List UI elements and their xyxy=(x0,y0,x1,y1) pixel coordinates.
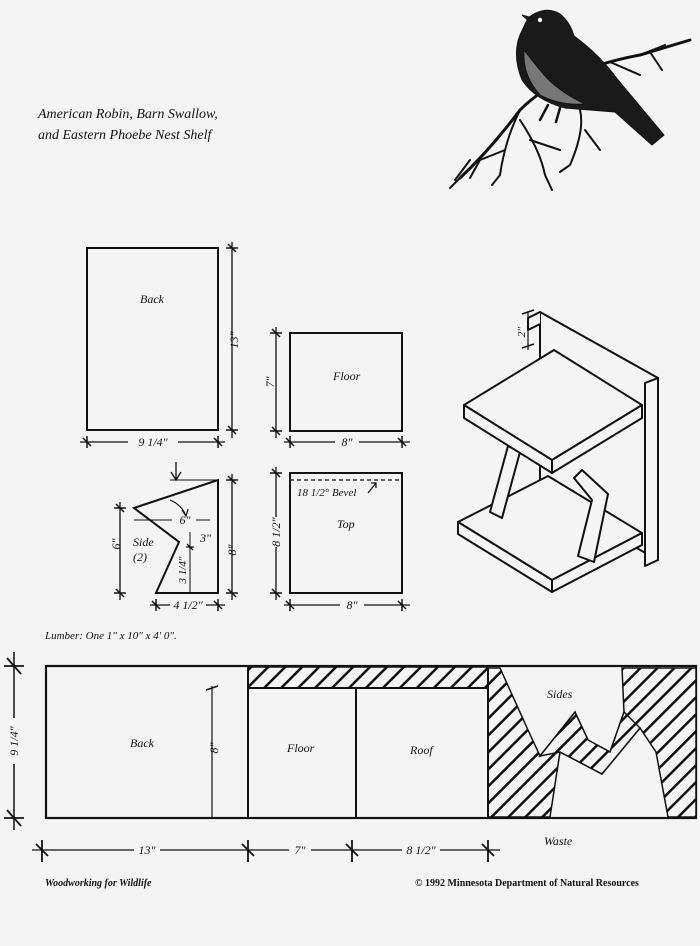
side-right-height-dim: 8" xyxy=(225,544,239,556)
side-count: (2) xyxy=(133,550,147,564)
lumber-note: Lumber: One 1" x 10" x 4' 0". xyxy=(44,630,177,642)
footer-left: Woodworking for Wildlife xyxy=(45,878,152,889)
assembly-view xyxy=(457,309,659,593)
floor-panel: Floor 7" 8" xyxy=(263,327,410,449)
cut-sides-label: Sides xyxy=(547,687,573,701)
side-notch-height-dim: 3 1/4" xyxy=(177,556,189,584)
floor-width-dim: 8" xyxy=(341,435,353,449)
floor-height-dim: 7" xyxy=(263,376,277,388)
cut-waste-label: Waste xyxy=(544,834,573,848)
side-top-width-dim: 6" xyxy=(179,513,191,527)
cut-layout: Back Floor Roof Sides Waste 8" 9 1/4" 13… xyxy=(4,652,698,862)
diagram-title: American Robin, Barn Swallow, and Easter… xyxy=(38,104,298,146)
side-bottom-width-dim: 4 1/2" xyxy=(173,598,203,612)
cut-roof-label: Roof xyxy=(409,743,434,757)
side-left-height-dim: 6" xyxy=(109,538,123,550)
robin-illustration xyxy=(449,9,692,191)
footer-right: © 1992 Minnesota Department of Natural R… xyxy=(415,878,639,889)
cut-len-back: 13" xyxy=(138,843,156,857)
top-panel: 18 1/2° Bevel Top 8 1/2" 8" xyxy=(268,467,410,612)
assembly-offset-dim: 2" xyxy=(516,327,528,338)
cut-len-floor: 7" xyxy=(294,843,306,857)
back-label: Back xyxy=(140,292,165,306)
back-height-dim: 13" xyxy=(227,331,241,349)
side-label: Side xyxy=(133,535,154,549)
board-width-dim: 9 1/4" xyxy=(7,725,21,755)
cut-floor-label: Floor xyxy=(286,741,315,755)
back-panel: Back 13" 9 1/4" xyxy=(80,242,241,449)
cut-back-height-dim: 8" xyxy=(207,742,221,754)
top-bevel-label: 18 1/2° Bevel xyxy=(297,487,356,499)
side-panel: Side (2) 6" 6" 3" 3 1/4" 8" 4 1/2" xyxy=(109,462,239,612)
title-line-1: American Robin, Barn Swallow, xyxy=(38,107,218,122)
top-width-dim: 8" xyxy=(346,598,358,612)
top-height-dim: 8 1/2" xyxy=(269,516,283,546)
top-label: Top xyxy=(337,517,355,531)
cut-back-label: Back xyxy=(130,736,155,750)
cut-len-roof: 8 1/2" xyxy=(406,843,436,857)
floor-label: Floor xyxy=(332,369,361,383)
back-width-dim: 9 1/4" xyxy=(138,435,168,449)
title-line-2: and Eastern Phoebe Nest Shelf xyxy=(38,128,212,143)
side-notch-depth-dim: 3" xyxy=(199,531,212,545)
